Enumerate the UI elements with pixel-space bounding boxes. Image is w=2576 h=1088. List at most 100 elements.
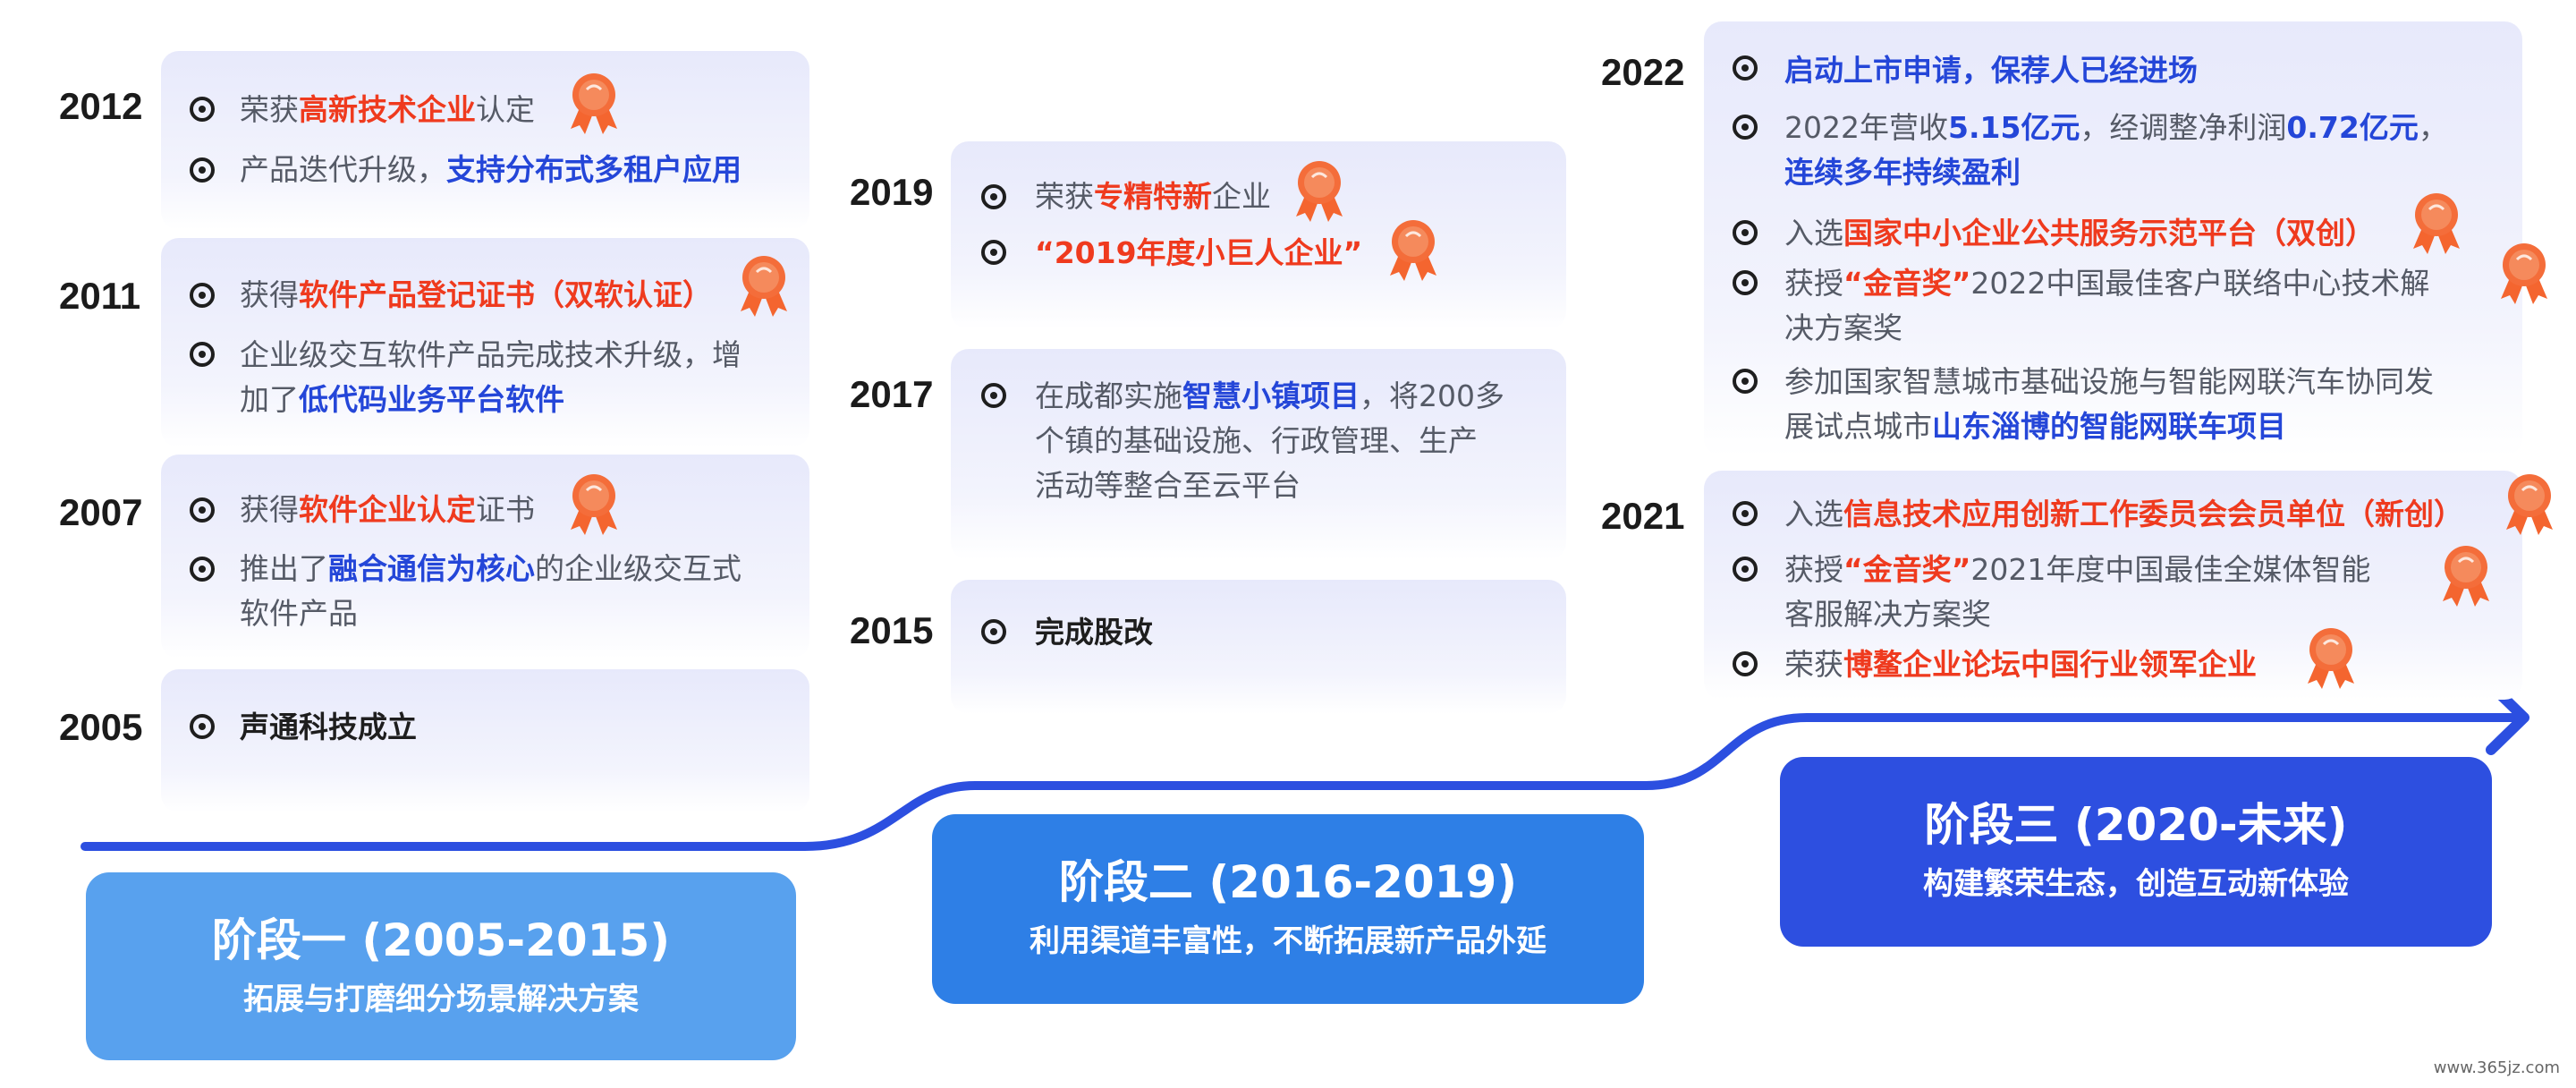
- milestone-2012-2: 产品迭代升级，支持分布式多租户应用: [240, 148, 741, 192]
- year-label-2007: 2007: [59, 491, 143, 533]
- text: 推出了: [240, 551, 328, 586]
- target-bullet-icon: [981, 184, 1006, 209]
- target-bullet-icon: [1733, 270, 1758, 295]
- stage-box-2: 阶段二 (2016-2019) 利用渠道丰富性，不断拓展新产品外延: [932, 814, 1644, 1004]
- target-bullet-icon: [190, 714, 215, 739]
- target-bullet-icon: [1733, 501, 1758, 526]
- highlight-text: 博鳌企业论坛中国行业领军企业: [1843, 647, 2257, 682]
- text: 荣获: [240, 92, 299, 127]
- text: 展试点城市: [1784, 409, 1932, 444]
- award-ribbon-icon: [569, 72, 619, 134]
- target-bullet-icon: [1733, 557, 1758, 582]
- text: 获授: [1784, 266, 1843, 301]
- milestone-2015-1: 完成股改: [1035, 615, 1153, 650]
- text: ，: [2418, 110, 2448, 145]
- milestone-2011-1: 获得软件产品登记证书（双软认证）: [240, 273, 712, 318]
- target-bullet-icon: [1733, 369, 1758, 394]
- target-bullet-icon: [1733, 115, 1758, 140]
- highlight-text: 融合通信为核心: [328, 551, 535, 586]
- text: 个镇的基础设施、行政管理、生产: [1035, 423, 1478, 458]
- text: 入选: [1784, 497, 1843, 531]
- highlight-text: 低代码业务平台软件: [299, 382, 564, 417]
- target-bullet-icon: [190, 497, 215, 523]
- award-ribbon-icon: [2411, 191, 2462, 254]
- milestone-2022-4: 获授“金音奖”2022中国最佳客户联络中心技术解 决方案奖: [1784, 261, 2429, 351]
- text: 企业级交互软件产品完成技术升级，增: [240, 337, 741, 372]
- text: 加了: [240, 382, 299, 417]
- milestone-2019-1: 荣获专精特新企业: [1035, 174, 1271, 219]
- milestone-2011-2: 企业级交互软件产品完成技术升级，增 加了低代码业务平台软件: [240, 333, 741, 422]
- card-2022: [1704, 21, 2522, 456]
- target-bullet-icon: [1733, 220, 1758, 245]
- target-bullet-icon: [981, 383, 1006, 408]
- milestone-2007-1: 获得软件企业认定证书: [240, 488, 535, 532]
- milestone-2022-1: 启动上市申请，保荐人已经进场: [1784, 53, 2198, 88]
- text: ，将200多: [1360, 378, 1504, 413]
- text: 企业: [1212, 179, 1271, 214]
- text: 2022中国最佳客户联络中心技术解: [1970, 266, 2430, 301]
- milestone-2022-3: 入选国家中小企业公共服务示范平台（双创）: [1784, 211, 2375, 256]
- card-2015: [951, 580, 1566, 714]
- text: 获得: [240, 492, 299, 527]
- award-ribbon-icon: [2504, 472, 2555, 535]
- highlight-text: 山东淄博的智能网联车项目: [1932, 409, 2286, 444]
- milestone-2012-1: 荣获高新技术企业认定: [240, 88, 535, 132]
- award-ribbon-icon: [1388, 218, 1438, 281]
- award-ribbon-icon: [2441, 544, 2491, 607]
- card-2019: [951, 141, 1566, 329]
- highlight-text: “金音奖”: [1843, 552, 1971, 587]
- award-ribbon-icon: [569, 472, 619, 535]
- award-ribbon-icon: [1294, 159, 1344, 222]
- year-label-2015: 2015: [850, 609, 934, 651]
- text: 荣获: [1035, 179, 1094, 214]
- award-ribbon-icon: [739, 254, 789, 317]
- year-label-2021: 2021: [1601, 495, 1685, 537]
- card-2017: [951, 349, 1566, 560]
- text: 产品迭代升级，: [240, 152, 446, 187]
- text: 入选: [1784, 216, 1843, 251]
- year-label-2017: 2017: [850, 373, 934, 415]
- milestone-2021-2: 获授“金音奖”2021年度中国最佳全媒体智能 客服解决方案奖: [1784, 548, 2370, 637]
- text: 的企业级交互式: [535, 551, 741, 586]
- target-bullet-icon: [190, 283, 215, 308]
- highlight-text: 软件产品登记证书（双软认证）: [299, 277, 712, 312]
- milestone-2017-1: 在成都实施智慧小镇项目，将200多 个镇的基础设施、行政管理、生产 活动等整合至…: [1035, 374, 1504, 508]
- highlight-text: 国家中小企业公共服务示范平台（双创）: [1843, 216, 2375, 251]
- text: 在成都实施: [1035, 378, 1182, 413]
- highlight-text: 智慧小镇项目: [1182, 378, 1360, 413]
- target-bullet-icon: [190, 342, 215, 367]
- card-2007: [161, 455, 809, 659]
- card-2021: [1704, 471, 2522, 700]
- text: 客服解决方案奖: [1784, 597, 1991, 632]
- text: 决方案奖: [1784, 310, 1902, 345]
- stage-box-1: 阶段一 (2005-2015) 拓展与打磨细分场景解决方案: [86, 872, 796, 1060]
- milestone-2022-2: 2022年营收5.15亿元，经调整净利润0.72亿元， 连续多年持续盈利: [1784, 106, 2448, 195]
- stage-title: 阶段二 (2016-2019): [1058, 856, 1518, 908]
- highlight-text: 支持分布式多租户应用: [446, 152, 741, 187]
- text: 软件产品: [240, 596, 358, 631]
- stage-box-3: 阶段三 (2020-未来) 构建繁荣生态，创造互动新体验: [1780, 757, 2492, 947]
- timeline-path: [80, 713, 2527, 851]
- target-bullet-icon: [1733, 651, 1758, 676]
- milestone-2021-1: 入选信息技术应用创新工作委员会会员单位（新创）: [1784, 492, 2463, 537]
- milestone-2019-2: “2019年度小巨人企业”: [1035, 235, 1363, 270]
- target-bullet-icon: [981, 619, 1006, 644]
- year-label-2011: 2011: [59, 275, 141, 317]
- card-2012: [161, 51, 809, 230]
- card-2011: [161, 238, 809, 447]
- highlight-text: 软件企业认定: [299, 492, 476, 527]
- milestone-2007-2: 推出了融合通信为核心的企业级交互式 软件产品: [240, 547, 741, 636]
- text: ，经调整净利润: [2080, 110, 2287, 145]
- milestone-2005-1: 声通科技成立: [240, 710, 417, 744]
- stage-subtitle: 拓展与打磨细分场景解决方案: [243, 982, 639, 1017]
- text: 荣获: [1784, 647, 1843, 682]
- stage-subtitle: 利用渠道丰富性，不断拓展新产品外延: [1030, 923, 1546, 959]
- target-bullet-icon: [190, 157, 215, 183]
- highlight-text: 连续多年持续盈利: [1784, 155, 2021, 190]
- year-label-2022: 2022: [1601, 51, 1685, 93]
- year-label-2019: 2019: [850, 171, 934, 213]
- text: 证书: [476, 492, 535, 527]
- year-label-2005: 2005: [59, 706, 143, 748]
- highlight-text: 高新技术企业: [299, 92, 476, 127]
- text: 获得: [240, 277, 299, 312]
